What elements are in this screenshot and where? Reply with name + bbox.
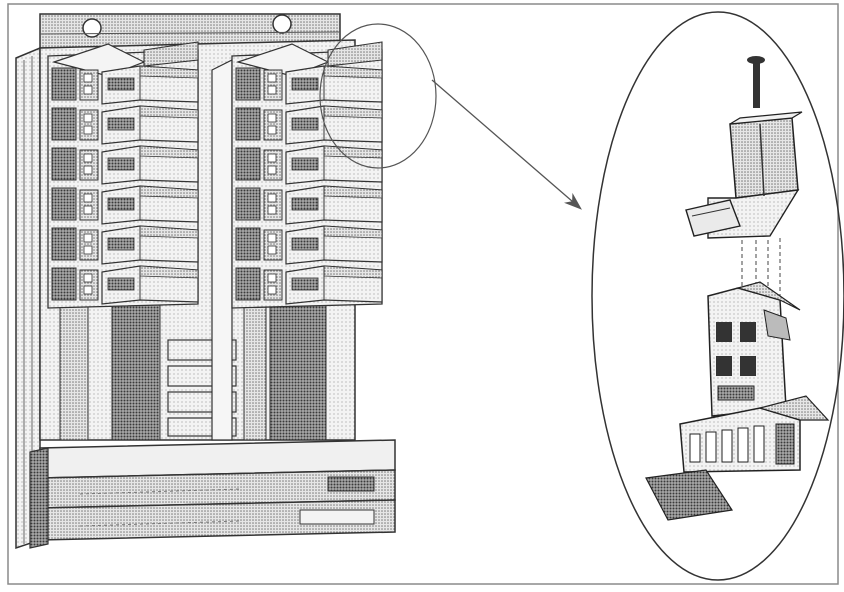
lower-connector-strips — [59, 299, 327, 441]
left-module-row — [51, 265, 199, 305]
right-module-row — [235, 105, 383, 145]
module-column-right — [231, 41, 383, 309]
contact-2 — [740, 322, 756, 342]
module-cover — [685, 111, 803, 239]
left-module-row — [51, 65, 199, 105]
contact-3 — [716, 356, 732, 376]
right-module-row — [235, 225, 383, 265]
base-terminal-strip — [679, 395, 830, 473]
top-mounting-bar — [39, 13, 341, 49]
callout-source-ellipse — [319, 23, 437, 169]
front-bracket — [29, 447, 49, 549]
callout-arrow — [431, 79, 582, 210]
module-column-left — [47, 41, 199, 309]
alignment-guides — [741, 238, 781, 300]
screw — [747, 56, 765, 108]
left-module-row — [51, 225, 199, 265]
front-unit-upper — [39, 439, 396, 509]
center-divider — [211, 59, 233, 441]
figure-border — [7, 3, 839, 585]
contact-4 — [740, 356, 756, 376]
detail-ellipse — [591, 11, 844, 581]
mounting-hole-left — [82, 18, 102, 38]
connector-block — [707, 281, 801, 417]
exploded-detail-view — [645, 56, 830, 521]
front-unit-lower — [39, 499, 396, 541]
mounting-hole-right — [272, 14, 292, 34]
right-module-row — [235, 265, 383, 305]
right-module-row — [235, 65, 383, 105]
left-module-row — [51, 145, 199, 185]
label-plate — [645, 469, 734, 521]
left-module-row — [51, 185, 199, 225]
contact-1 — [716, 322, 732, 342]
right-module-row — [235, 185, 383, 225]
left-module-row — [51, 105, 199, 145]
rack-assembly — [15, 13, 396, 550]
